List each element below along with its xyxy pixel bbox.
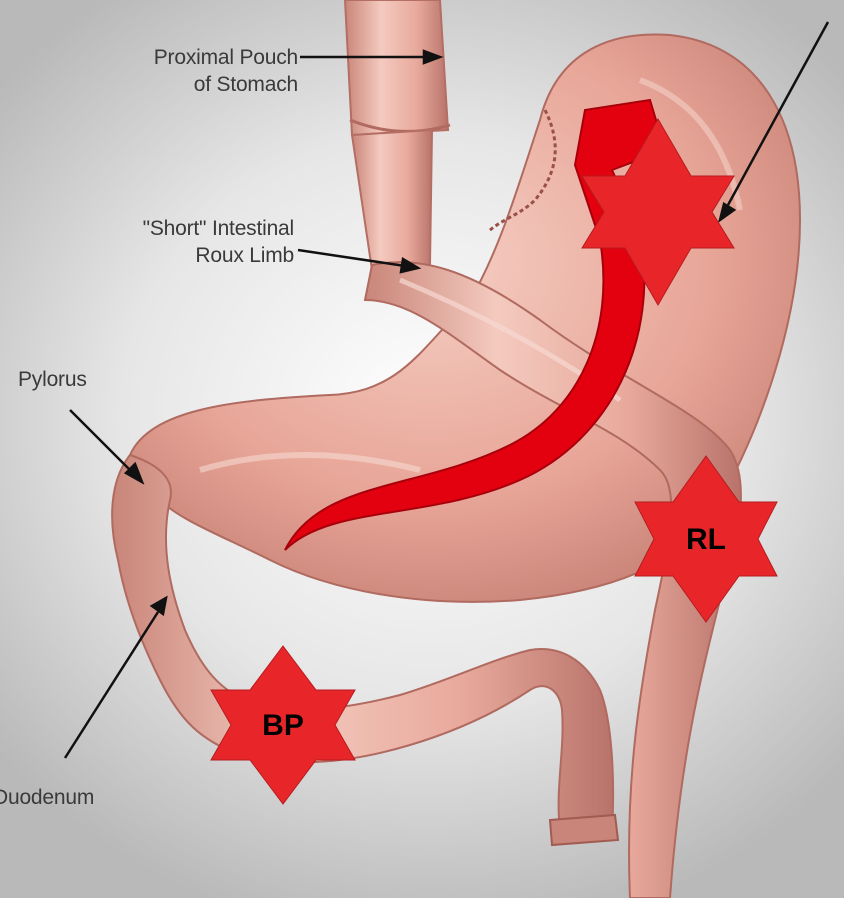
esophagus [345, 0, 448, 135]
duodenum-label: Duodenum [0, 784, 94, 811]
pylorus-label: Pylorus [18, 366, 87, 393]
roux-limb-label-line1: "Short" Intestinal [30, 215, 294, 242]
proximal-pouch-label-line1: Proximal Pouch [60, 44, 298, 71]
proximal-pouch-label: Proximal Pouch of Stomach [60, 44, 298, 98]
duodenum-leader-line [65, 612, 158, 758]
roux-limb-label-line2: Roux Limb [30, 242, 294, 269]
roux-limb-label: "Short" Intestinal Roux Limb [30, 215, 294, 269]
star-bp-label: BP [262, 709, 304, 742]
pylorus-leader-line [70, 410, 130, 470]
proximal-pouch-label-line2: of Stomach [60, 71, 298, 98]
star-rl-label: RL [686, 523, 726, 556]
star-bp: BP [211, 646, 355, 804]
